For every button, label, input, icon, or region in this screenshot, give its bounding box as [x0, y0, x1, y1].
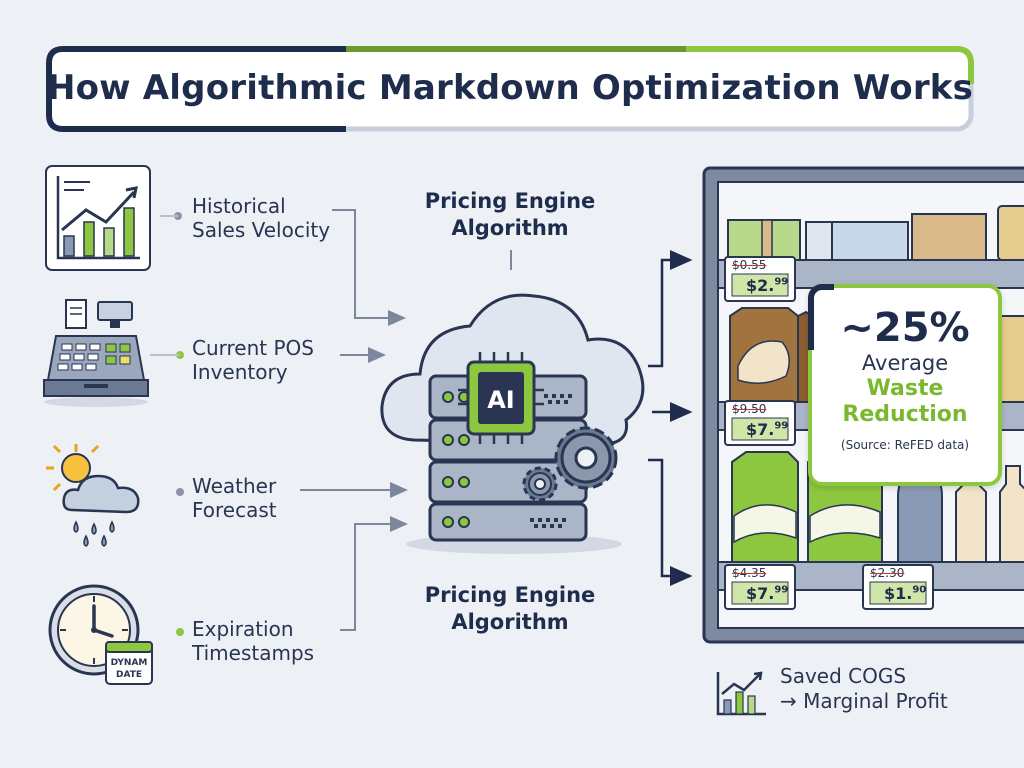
engine-label-line2: Algorithm: [451, 610, 569, 634]
page-title: How Algorithmic Markdown Optimization Wo…: [46, 68, 974, 108]
title-banner: How Algorithmic Markdown Optimization Wo…: [46, 44, 974, 132]
input-label-line2: Inventory: [192, 360, 288, 384]
input-label-line1: Current POS: [192, 336, 314, 360]
bottom-note-line2: → Marginal Profit: [780, 689, 948, 713]
new-price-cents: 90: [912, 584, 927, 596]
input-pos-inventory: Current POS Inventory: [192, 336, 314, 384]
stat-line3: Reduction: [842, 402, 968, 427]
stat-line1: Average: [861, 351, 949, 375]
new-price-cents: 99: [774, 276, 789, 288]
input-label-line1: Expiration: [192, 617, 294, 641]
input-label-line2: Sales Velocity: [192, 218, 331, 242]
sales-chart-icon: [45, 165, 151, 271]
growth-chart-icon: [716, 671, 766, 716]
new-price-dollars: $1.: [884, 584, 913, 603]
title-frame: [46, 46, 974, 132]
clock-calendar-icon: DYNAM DATE: [48, 584, 153, 685]
price-tag: $0.55 $2.99: [724, 256, 796, 302]
price-tag: $9.50 $7.99: [724, 400, 796, 446]
old-price: $4.35: [732, 566, 767, 580]
old-price: $2.30: [870, 566, 905, 580]
input-label-line1: Historical: [192, 194, 286, 218]
waste-reduction-card: ~25% Average Waste Reduction (Source: Re…: [808, 284, 1002, 486]
new-price: $7.99: [746, 420, 788, 439]
engine-label-top: Pricing Engine Algorithm: [390, 188, 630, 242]
engine-label-line2: Algorithm: [451, 216, 569, 240]
stat-value: ~25%: [840, 305, 970, 351]
small-gear-icon: [522, 466, 558, 502]
new-price-dollars: $7.: [746, 420, 775, 439]
new-price-cents: 99: [774, 420, 789, 432]
input-expiration: Expiration Timestamps: [192, 617, 314, 665]
engine-label-bottom: Pricing Engine Algorithm: [390, 582, 630, 636]
gear-icon: [554, 426, 618, 490]
stat-line2: Waste: [866, 376, 944, 401]
new-price: $1.90: [884, 584, 926, 603]
price-tag: $2.30 $1.90: [862, 564, 934, 610]
weather-cloud-icon: [46, 444, 140, 547]
price-tag: $4.35 $7.99: [724, 564, 796, 610]
new-price-dollars: $2.: [746, 276, 775, 295]
engine-label-line1: Pricing Engine: [424, 189, 596, 213]
old-price: $0.55: [732, 258, 767, 272]
input-label-line1: Weather: [192, 474, 277, 498]
bottom-note: Saved COGS → Marginal Profit: [780, 664, 948, 714]
engine-label-line1: Pricing Engine: [424, 583, 596, 607]
stat-source: (Source: ReFED data): [840, 438, 970, 452]
new-price: $2.99: [746, 276, 788, 295]
calendar-line1: DYNAM: [111, 658, 148, 668]
input-historical-sales: Historical Sales Velocity: [192, 194, 330, 242]
old-price: $9.50: [732, 402, 767, 416]
bottom-note-line1: Saved COGS: [780, 664, 907, 688]
calendar-line2: DATE: [116, 670, 142, 680]
input-label-line2: Timestamps: [192, 641, 315, 665]
new-price-cents: 99: [774, 584, 789, 596]
ai-chip-label: AI: [487, 386, 515, 414]
input-label-line2: Forecast: [192, 498, 277, 522]
input-weather-forecast: Weather Forecast: [192, 474, 277, 522]
new-price: $7.99: [746, 584, 788, 603]
cash-register-icon: [43, 299, 149, 407]
new-price-dollars: $7.: [746, 584, 775, 603]
pricing-engine-illustration: AI: [380, 293, 645, 554]
